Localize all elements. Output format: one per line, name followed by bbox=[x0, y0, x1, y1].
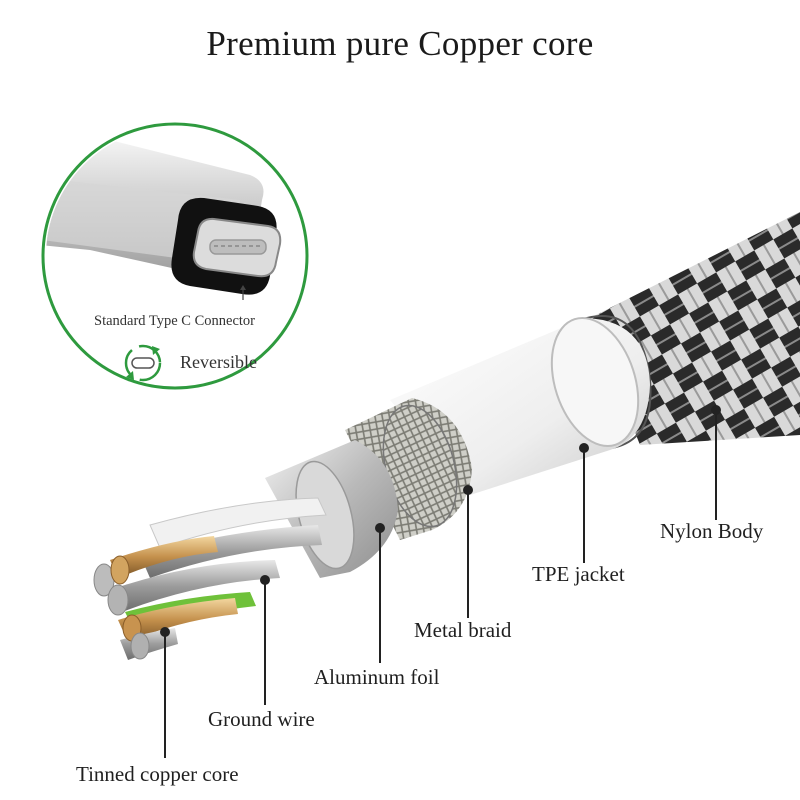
reversible-label: Reversible bbox=[180, 352, 257, 372]
connector-caption: Standard Type C Connector bbox=[94, 313, 256, 329]
label-aluminum-foil: Aluminum foil bbox=[314, 665, 440, 689]
callout-lines bbox=[164, 410, 717, 758]
label-nylon-body: Nylon Body bbox=[660, 519, 764, 543]
inner-wires bbox=[93, 497, 327, 660]
callout-dots bbox=[160, 405, 721, 637]
usb-c-connector-icon bbox=[46, 140, 282, 295]
label-tpe-jacket: TPE jacket bbox=[532, 562, 625, 586]
connector-inset bbox=[41, 122, 309, 390]
label-metal-braid: Metal braid bbox=[414, 618, 512, 642]
label-tinned-copper-core: Tinned copper core bbox=[76, 762, 239, 786]
page-title: Premium pure Copper core bbox=[206, 24, 594, 63]
label-ground-wire: Ground wire bbox=[208, 707, 315, 731]
reversible-arrows-icon bbox=[124, 344, 162, 382]
metal-braid-layer bbox=[345, 398, 472, 540]
